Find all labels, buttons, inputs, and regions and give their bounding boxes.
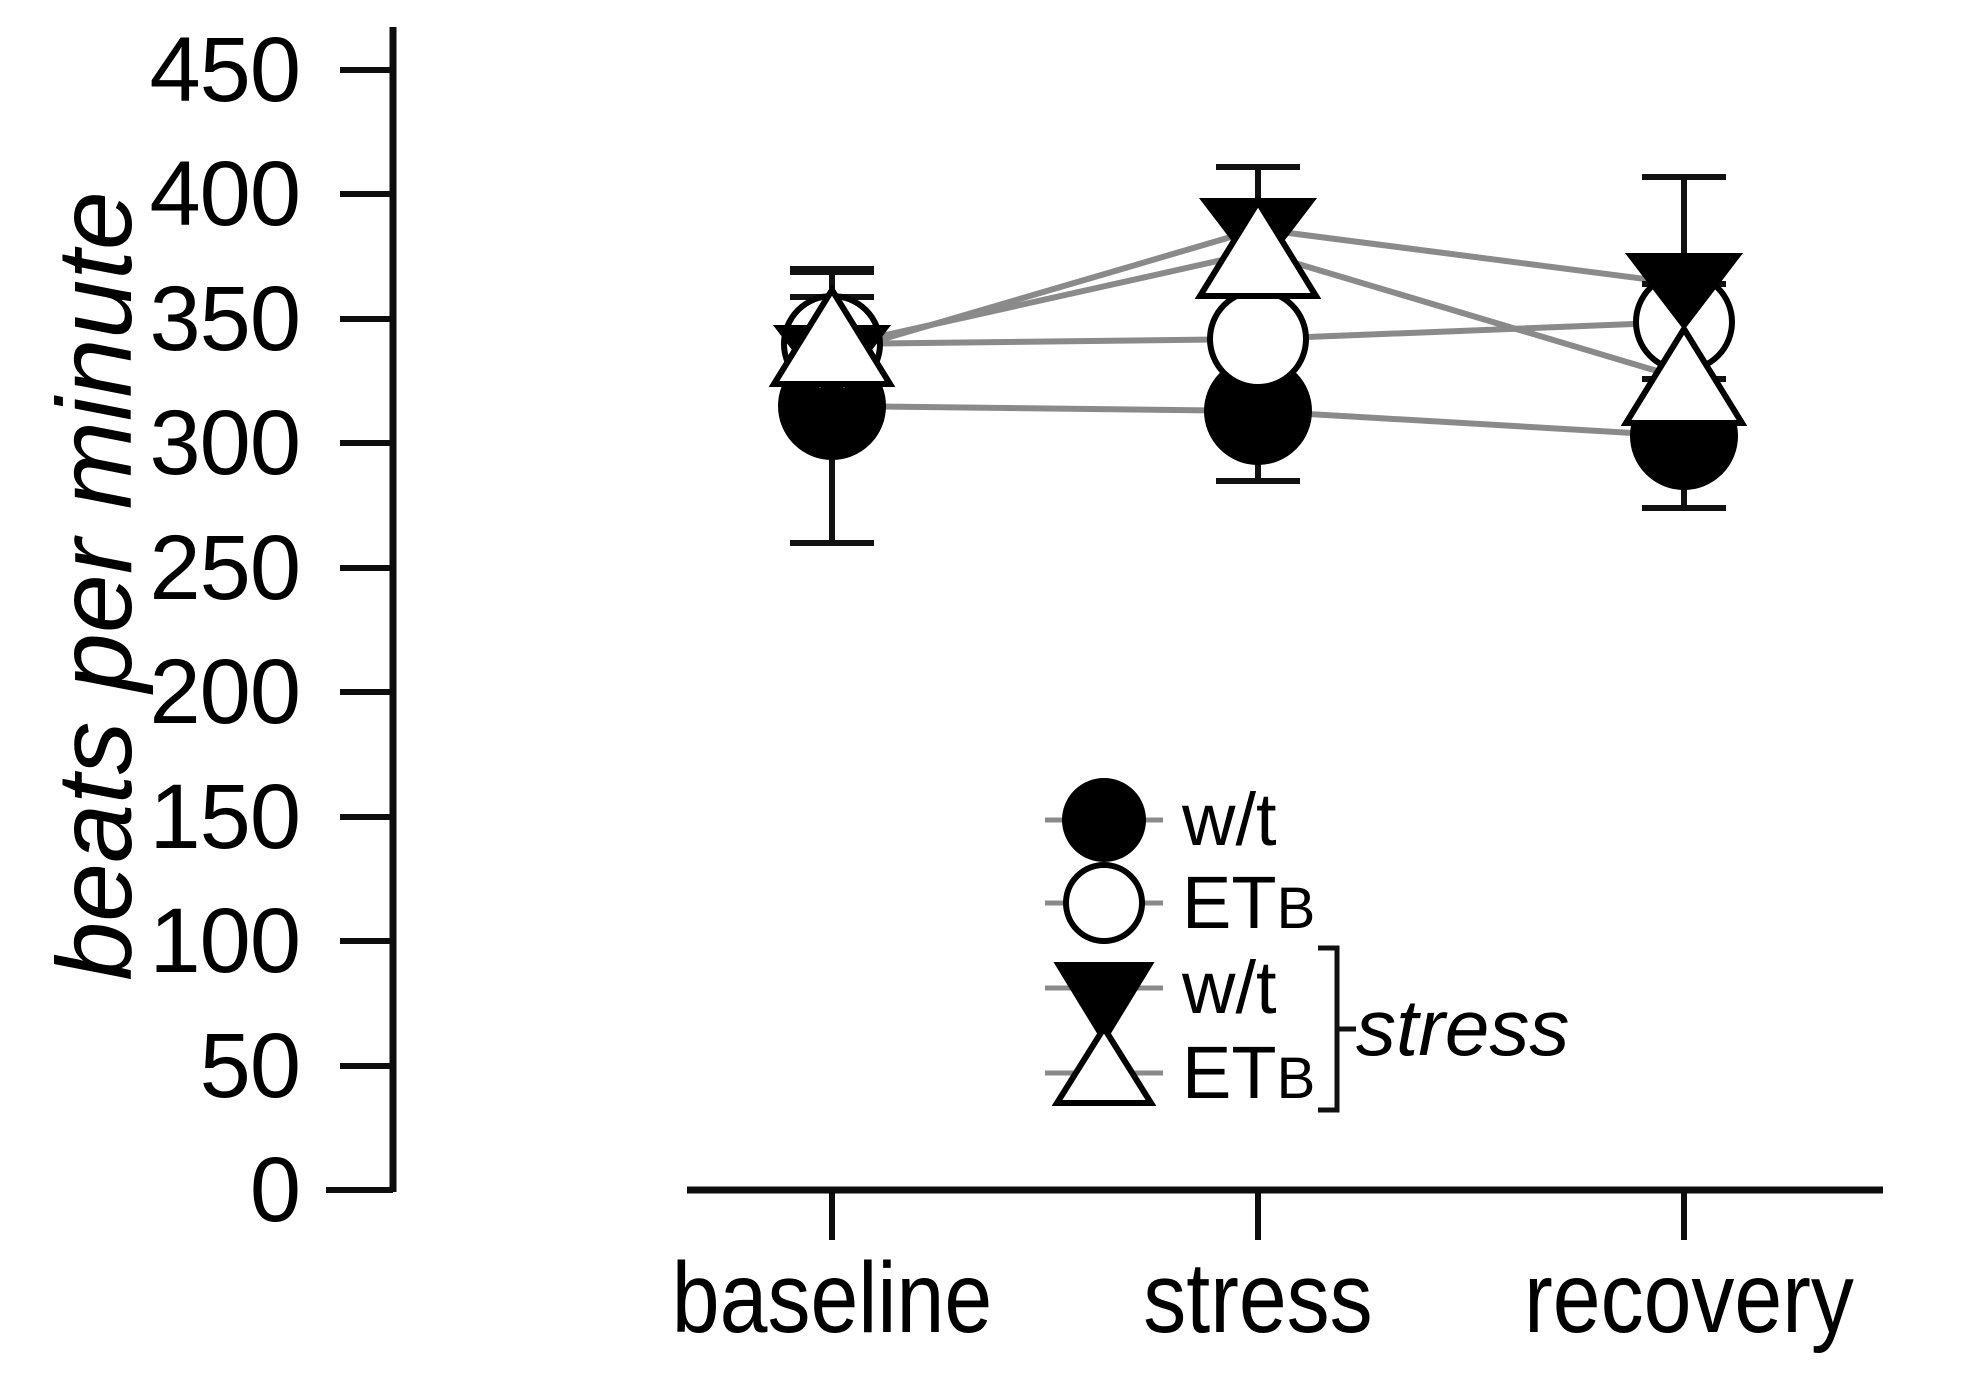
y-tick-label-350: 350 bbox=[149, 268, 302, 370]
x-tick-label-stress: stress bbox=[1143, 1242, 1373, 1354]
brace-icon bbox=[1318, 945, 1340, 1113]
datapoints-baseline bbox=[768, 284, 896, 460]
legend-open-circle-icon bbox=[1063, 862, 1145, 944]
y-axis bbox=[326, 27, 397, 1193]
x-axis bbox=[687, 1186, 1883, 1240]
datapoints-recovery bbox=[1620, 253, 1748, 490]
marker-etb-stress-triangle bbox=[1194, 196, 1322, 299]
marker-etb-stress-recovery-tri bbox=[1620, 323, 1748, 426]
y-tick-label-400: 400 bbox=[149, 143, 302, 245]
y-tick-label-250: 250 bbox=[149, 517, 302, 619]
legend-filled-circle-icon bbox=[1062, 778, 1146, 862]
y-tick-label-0: 0 bbox=[249, 1139, 301, 1241]
y-tick-label-150: 150 bbox=[149, 766, 302, 868]
y-tick-label-450: 450 bbox=[149, 19, 302, 121]
legend-markers bbox=[1045, 778, 1163, 1106]
legend-label-etb-text: ET bbox=[1182, 861, 1277, 944]
legend-label-etb-smallcap: B bbox=[1276, 876, 1316, 941]
x-tick-label-recovery: recovery bbox=[1524, 1242, 1854, 1354]
legend-filled-triangle-down-icon bbox=[1053, 962, 1155, 1045]
legend-label-etb-stress-smallcap: B bbox=[1276, 1046, 1316, 1111]
legend-label-wt-text: w/t bbox=[1182, 778, 1277, 861]
y-tick-label-100: 100 bbox=[149, 890, 302, 992]
legend-label-etb-stress: ETB bbox=[1182, 1036, 1315, 1110]
y-tick-label-50: 50 bbox=[199, 1015, 301, 1117]
legend-label-wt: w/t bbox=[1182, 783, 1277, 857]
x-tick-label-baseline: baseline bbox=[671, 1242, 993, 1354]
legend-label-etb: ETB bbox=[1182, 866, 1315, 940]
y-tick-label-300: 300 bbox=[149, 392, 302, 494]
datapoints-stress bbox=[1194, 196, 1322, 465]
y-axis-title: beats per minute bbox=[36, 191, 154, 981]
legend-label-etb-stress-text: ET bbox=[1182, 1031, 1277, 1114]
legend-label-wt-stress: w/t bbox=[1182, 951, 1277, 1025]
y-tick-label-200: 200 bbox=[149, 641, 302, 743]
legend-brace bbox=[1318, 945, 1356, 1113]
legend-group-label-stress: stress bbox=[1356, 983, 1570, 1072]
legend-open-triangle-up-icon bbox=[1051, 1022, 1157, 1106]
marker-etb-stress-pt bbox=[1207, 288, 1309, 390]
marker-wt-stress-recovery-tri bbox=[1624, 253, 1744, 331]
marker-etb-stress-baseline bbox=[768, 284, 896, 387]
legend-label-wt-stress-text: w/t bbox=[1182, 946, 1277, 1029]
